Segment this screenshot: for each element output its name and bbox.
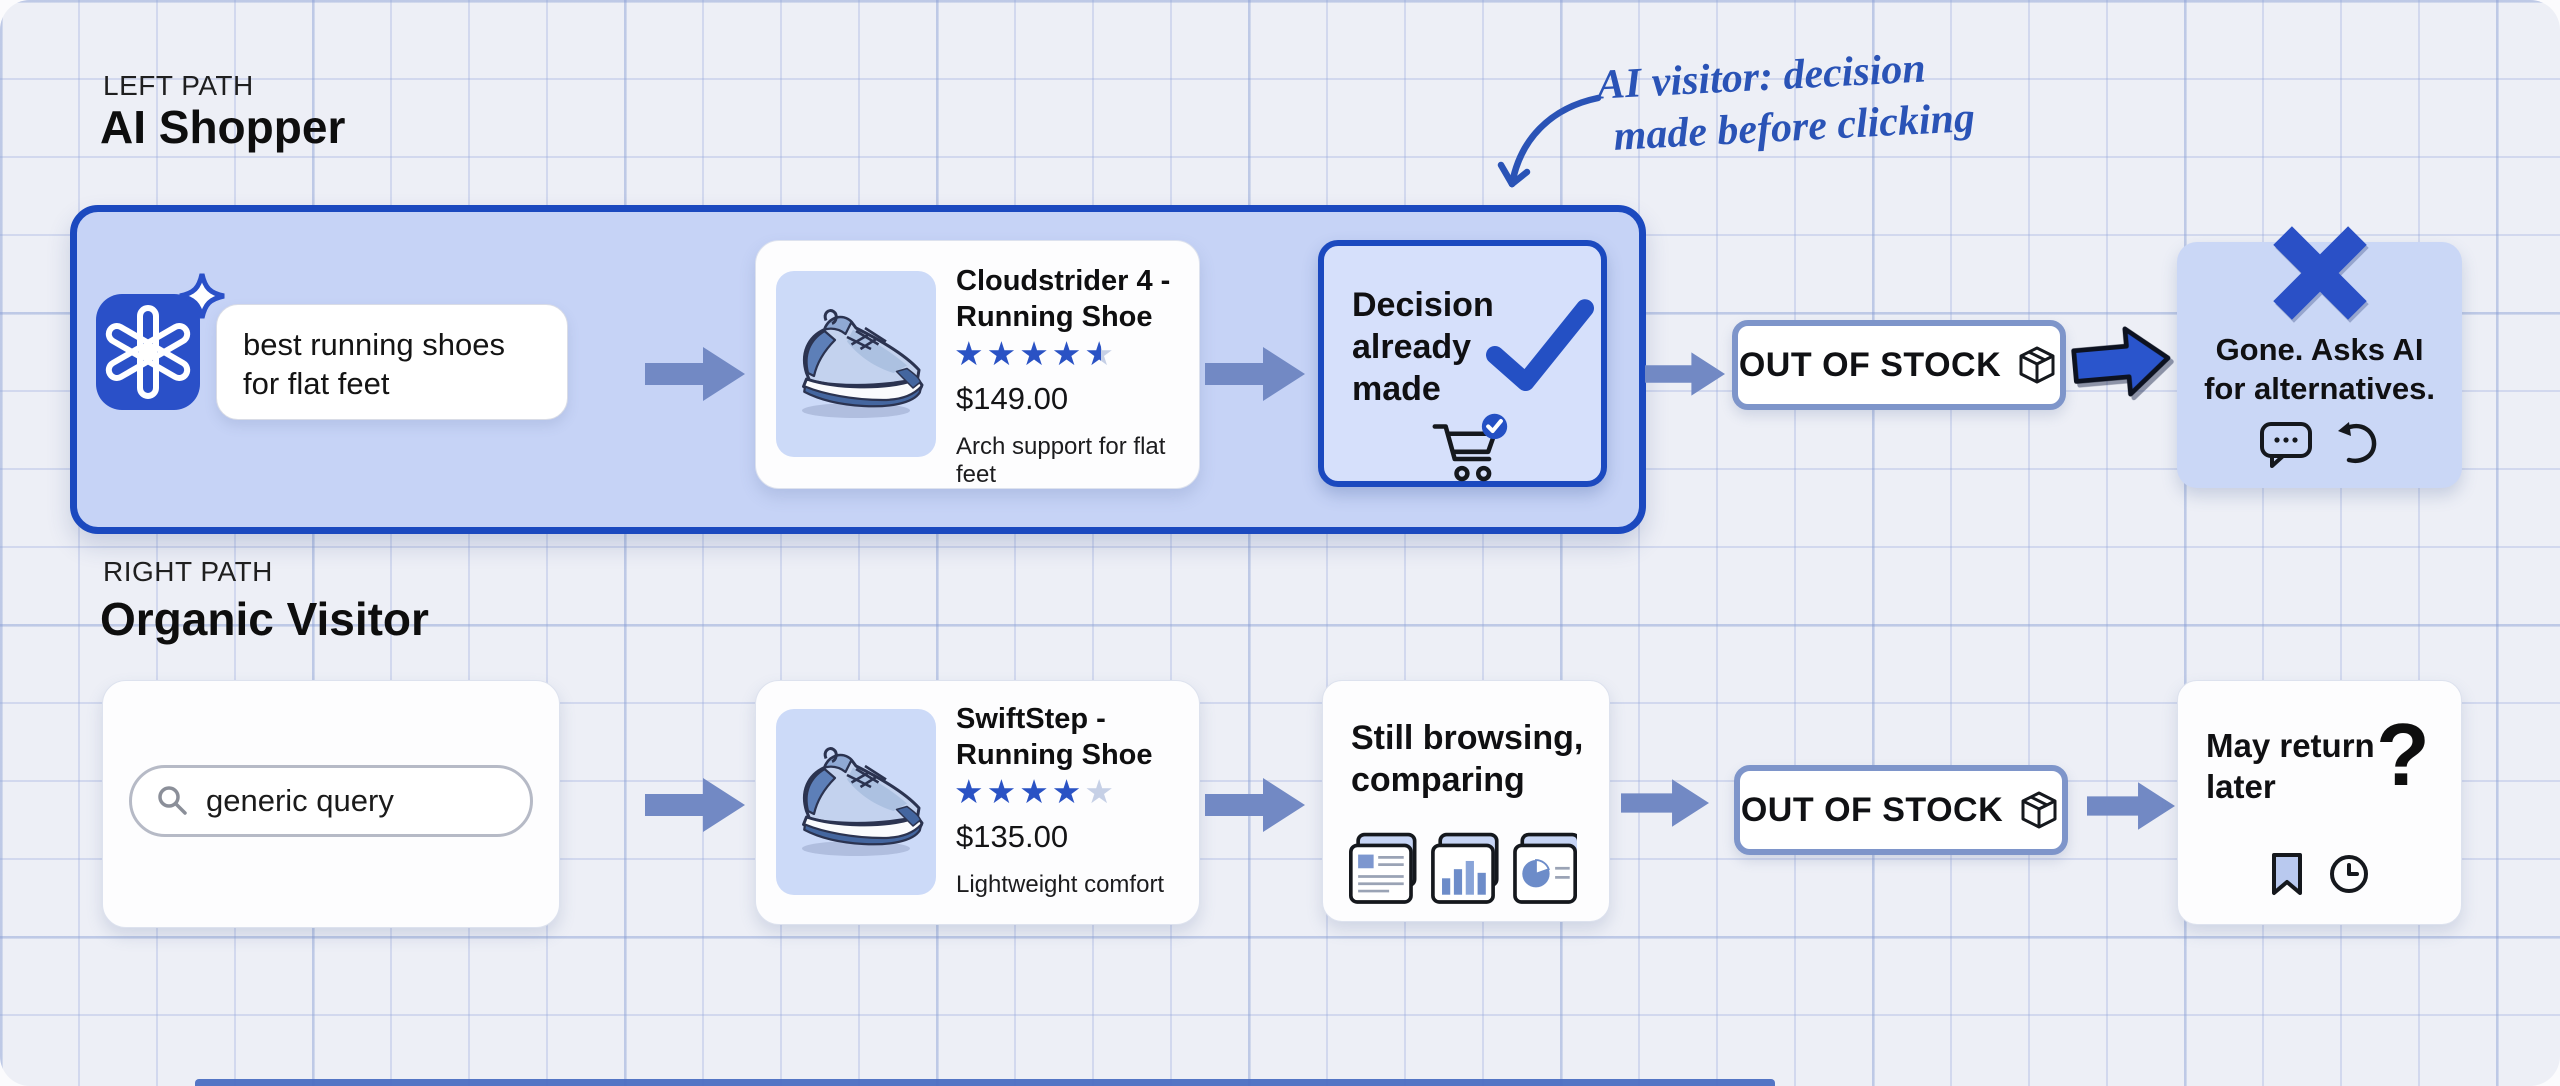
may-return-label: May return later <box>2206 727 2375 805</box>
search-query-text: generic query <box>206 783 394 818</box>
bold-arrow-icon <box>2071 326 2171 397</box>
gone-outcome-label: Gone. Asks AI for alternatives. <box>2204 332 2435 406</box>
flow-arrow-icon <box>1205 778 1305 832</box>
may-return-box: May return later ? <box>2177 680 2462 925</box>
gone-icons-row <box>2177 420 2462 468</box>
package-icon <box>2021 791 2057 829</box>
decision-label: Decision already made <box>1352 286 1494 408</box>
sneaker-image <box>802 309 924 418</box>
chatgpt-app-icon <box>96 273 225 410</box>
right-path-title: Organic Visitor <box>100 593 429 645</box>
flow-arrow-icon <box>1205 347 1305 401</box>
sparkle-icon <box>179 273 225 319</box>
browsing-label: Still browsing, comparing <box>1351 719 1584 799</box>
checkmark-icon <box>1486 299 1594 391</box>
annotation-arrow-icon <box>1497 94 1602 188</box>
gone-outcome-box: Gone. Asks AI for alternatives. <box>2177 226 2462 488</box>
product-feature: Arch support for flat feet <box>956 433 1166 488</box>
ai-query-input[interactable]: best running shoes for flat feet <box>216 304 568 420</box>
product-image-tile <box>776 271 936 457</box>
flow-arrow-icon <box>1621 779 1709 827</box>
product-name: SwiftStep - Running Shoe <box>956 703 1153 771</box>
bar-chart-card-icon <box>1431 832 1499 904</box>
search-input[interactable]: generic query <box>129 765 533 837</box>
bottom-accent-bar <box>195 1079 1775 1086</box>
comparison-cards-icons <box>1349 832 1577 904</box>
clock-icon <box>2329 855 2368 893</box>
annotation-note: AI visitor: decision made before clickin… <box>1596 32 2121 163</box>
return-icons-row <box>2178 851 2461 897</box>
sneaker-image <box>802 747 924 856</box>
undo-icon <box>2337 422 2376 463</box>
flow-arrow-icon <box>645 347 745 401</box>
product-price: $149.00 <box>956 381 1069 416</box>
product-price: $135.00 <box>956 819 1069 854</box>
openai-logo-icon <box>105 305 191 399</box>
flow-arrow-icon <box>2087 782 2175 830</box>
still-browsing-box: Still browsing, comparing <box>1322 680 1610 922</box>
stock-label: OUT OF STOCK <box>1740 790 2004 829</box>
bookmark-icon <box>2271 853 2302 895</box>
stock-badge-top: OUT OF STOCK <box>1732 320 2066 410</box>
product-feature: Lightweight comfort <box>956 871 1165 898</box>
left-path-title: AI Shopper <box>100 101 346 153</box>
pie-chart-card-icon <box>1513 832 1577 904</box>
stock-label: OUT OF STOCK <box>1738 345 2002 384</box>
flow-arrow-icon <box>1645 352 1725 396</box>
decision-made-box: Decision already made <box>1318 240 1607 487</box>
product-card-swiftstep: SwiftStep - Running Shoe ★★★★★ $135.00 L… <box>755 680 1200 925</box>
doc-card-icon <box>1349 832 1417 904</box>
chat-bubble-icon <box>2259 422 2312 468</box>
question-mark: ? <box>2376 705 2430 804</box>
product-rating-stars: ★★★★★ <box>954 335 1117 372</box>
search-icon <box>158 786 187 815</box>
product-rating-stars: ★★★★★ <box>954 773 1117 810</box>
flow-arrow-icon <box>645 778 745 832</box>
package-icon <box>2019 346 2055 384</box>
product-image-tile <box>776 709 936 895</box>
product-name: Cloudstrider 4 - Running Shoe <box>956 265 1171 333</box>
cross-icon <box>2273 226 2367 320</box>
stock-badge-bottom: OUT OF STOCK <box>1734 765 2068 855</box>
right-path-kicker: RIGHT PATH <box>103 556 273 587</box>
organic-search-card: generic query <box>102 680 560 928</box>
product-card-cloudstrider: Cloudstrider 4 - Running Shoe ★★★★★ $149… <box>755 240 1200 489</box>
cart-check-icon <box>1432 413 1508 482</box>
left-path-kicker: LEFT PATH <box>103 70 254 101</box>
